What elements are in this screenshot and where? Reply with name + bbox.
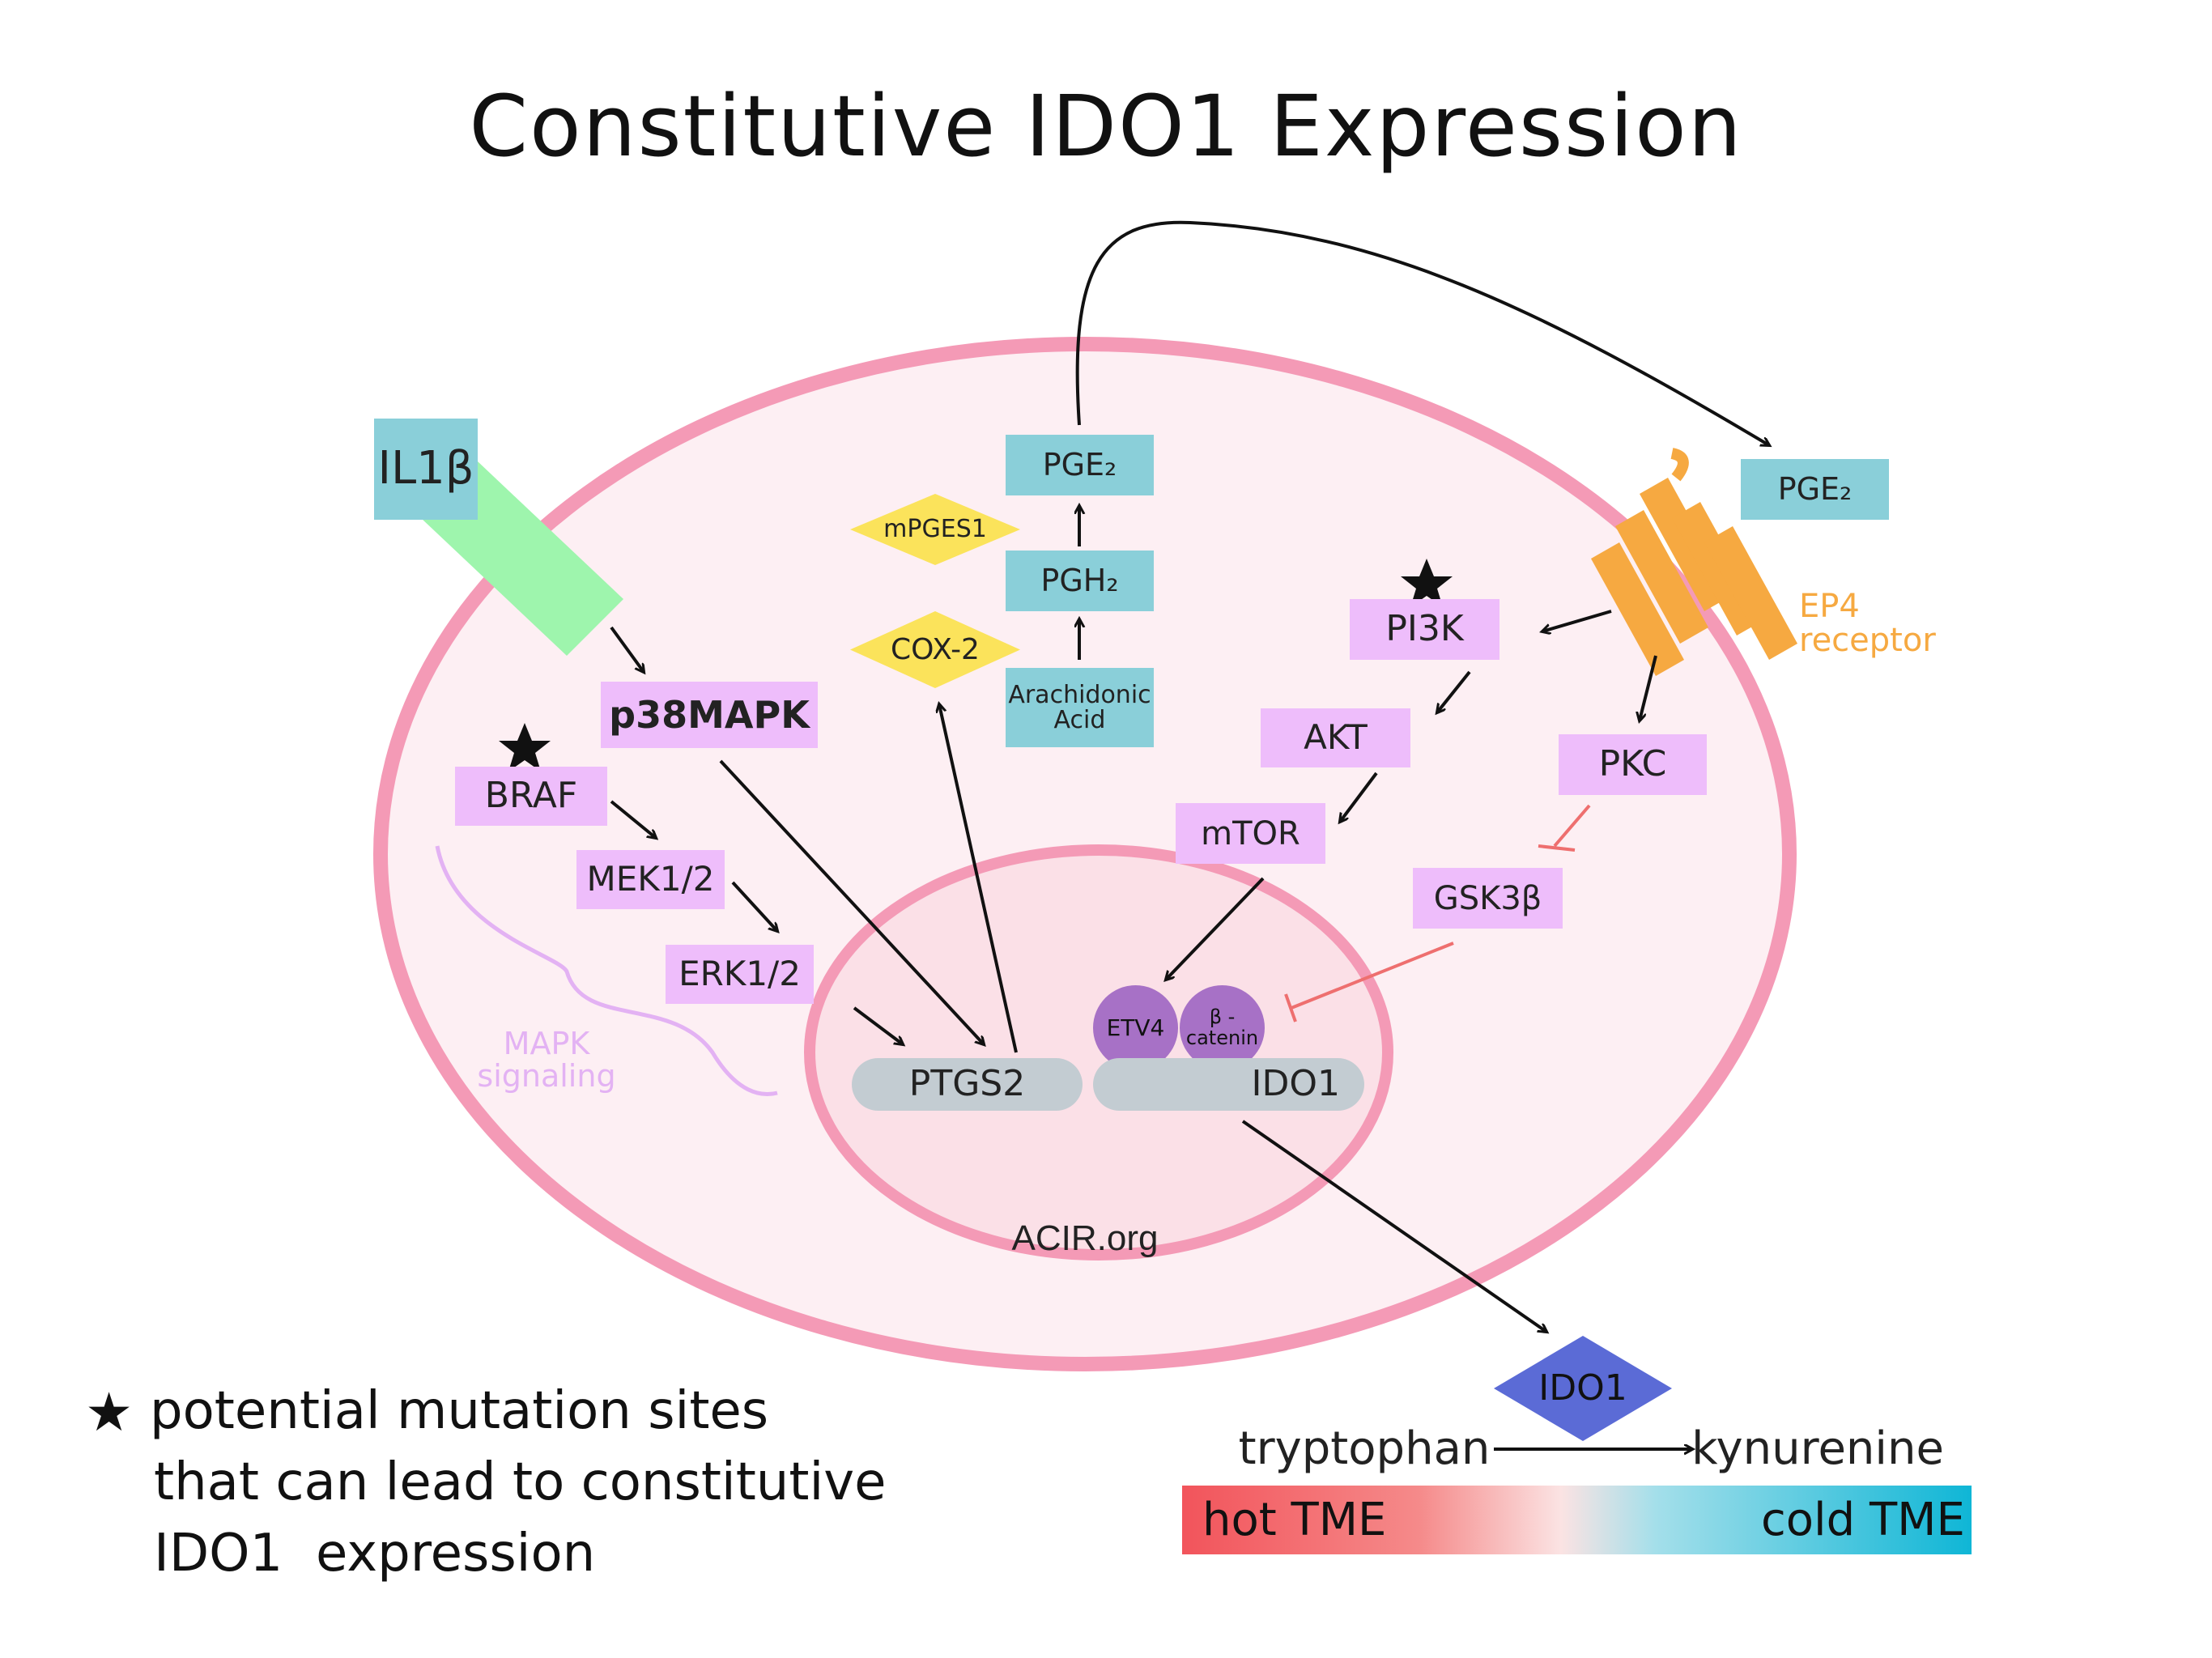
label-cold-tme: cold TME [1761,1494,1965,1546]
label-tryptophan: tryptophan [1238,1422,1491,1475]
node-il1b: IL1β [374,419,478,520]
inhibit-gsk3b-bcatenin [1291,942,1454,1010]
legend-line-3: IDO1 expression [154,1524,596,1584]
mapk-bracket [435,845,778,1097]
ep4-helices [1591,478,1797,676]
arrow-p38-ptgs2 [719,759,984,1044]
star-braf [499,723,551,772]
arrow-ptgs2-cox2 [939,704,1018,1053]
watermark: ACIR.org [1011,1218,1159,1258]
gene-ptgs2: PTGS2 [852,1058,1083,1111]
ido1-enzyme-label: IDO1 [1538,1367,1627,1409]
arrow-akt-mtor [1340,772,1378,822]
label-mapk-signaling: MAPK signaling [477,1026,616,1094]
legend-star-symbol: ★ [85,1381,134,1443]
arrow-ep4-pi3k [1542,610,1612,631]
inhibit-pkc-gsk3b [1553,804,1591,848]
node-mtor: mTOR [1176,803,1325,864]
label-kynurenine: kynurenine [1691,1422,1944,1475]
node-pge2-inner: PGE₂ [1006,435,1154,495]
page-title: Constitutive IDO1 Expression [469,77,1743,176]
label-hot-tme: hot TME [1202,1494,1387,1546]
node-pi3k: PI3K [1350,599,1499,660]
tme-gradient-bar [1182,1486,1972,1554]
star-pi3k [1401,559,1453,607]
node-arachidonic-acid: Arachidonic Acid [1006,668,1154,747]
node-mek: MEK1/2 [576,850,725,909]
node-pkc: PKC [1559,734,1707,795]
arrow-mek-erk [731,881,777,931]
node-p38mapk: p38MAPK [601,682,818,748]
node-pgh2: PGH₂ [1006,551,1154,611]
arrow-il1b-p38 [610,626,644,672]
node-erk: ERK1/2 [666,945,814,1004]
legend-line-1: potential mutation sites [150,1381,769,1441]
node-etv4: ETV4 [1093,985,1178,1070]
label-ep4-receptor: EP4 receptor [1799,588,1936,659]
nucleus [804,844,1393,1261]
arrow-ep4-pkc [1640,655,1657,721]
node-gsk3b: GSK3β [1413,868,1563,929]
arrow-braf-mek [610,800,656,838]
node-braf: BRAF [455,767,607,826]
legend-line-2: that can lead to constitutive [154,1452,887,1512]
node-beta-catenin: β - catenin [1180,985,1265,1070]
arrow-pi3k-akt [1437,670,1471,712]
node-akt: AKT [1261,708,1410,767]
gene-ido1: IDO1 [1093,1058,1364,1111]
ido1-enzyme-shape [1494,1336,1672,1441]
arrow-erk-ptgs2 [853,1006,903,1044]
node-pge2-outer: PGE₂ [1741,459,1889,520]
arrow-pge2-export [1075,220,1769,445]
arrow-ido1-enzyme [1241,1120,1546,1332]
arrow-mtor-etv4 [1166,877,1265,980]
